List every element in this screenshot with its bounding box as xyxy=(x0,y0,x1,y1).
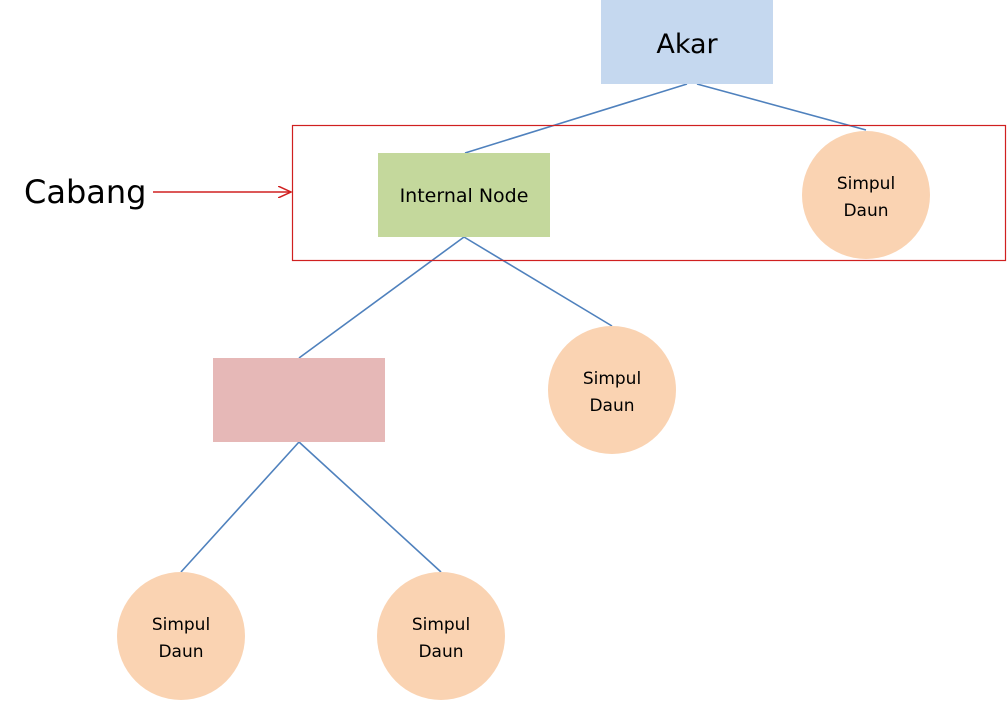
leaf-node-bottom-left: Simpul Daun xyxy=(117,572,245,700)
edge-root-to-internal xyxy=(464,83,688,154)
leaf-node-right: Simpul Daun xyxy=(802,131,930,259)
leaf-node-right-line1: Simpul xyxy=(837,174,895,194)
internal-node-label: Internal Node xyxy=(400,185,529,207)
edge-internal-to-leaf-middle xyxy=(463,236,613,327)
branch-box xyxy=(291,124,1007,262)
edge-unlabeled-to-leaf-left xyxy=(180,441,300,573)
edge-unlabeled-to-leaf-center xyxy=(298,441,442,573)
leaf-node-right-line2: Daun xyxy=(843,201,888,221)
leaf-node-bottom-center-line2: Daun xyxy=(418,642,463,662)
edge-root-to-leaf-right xyxy=(696,83,867,131)
internal-node-box xyxy=(378,153,550,237)
leaf-node-bottom-left-line1: Simpul xyxy=(152,615,210,635)
leaf-node-middle-circle xyxy=(548,326,676,454)
leaf-node-middle: Simpul Daun xyxy=(548,326,676,454)
internal-node: Internal Node xyxy=(378,153,550,237)
leaf-node-bottom-left-circle xyxy=(117,572,245,700)
leaf-node-bottom-center-line1: Simpul xyxy=(412,615,470,635)
edge-internal-to-unlabeled xyxy=(298,236,465,359)
unlabeled-node xyxy=(213,358,385,442)
root-node: Akar xyxy=(601,0,773,84)
leaf-node-bottom-left-line2: Daun xyxy=(158,642,203,662)
leaf-node-bottom-center-circle xyxy=(377,572,505,700)
branch-label: Cabang xyxy=(24,173,147,211)
leaf-node-middle-line2: Daun xyxy=(589,396,634,416)
root-node-box xyxy=(601,0,773,84)
leaf-node-right-circle xyxy=(802,131,930,259)
unlabeled-node-box xyxy=(213,358,385,442)
leaf-node-middle-line1: Simpul xyxy=(583,369,641,389)
leaf-node-bottom-center: Simpul Daun xyxy=(377,572,505,700)
root-node-label: Akar xyxy=(656,29,718,60)
